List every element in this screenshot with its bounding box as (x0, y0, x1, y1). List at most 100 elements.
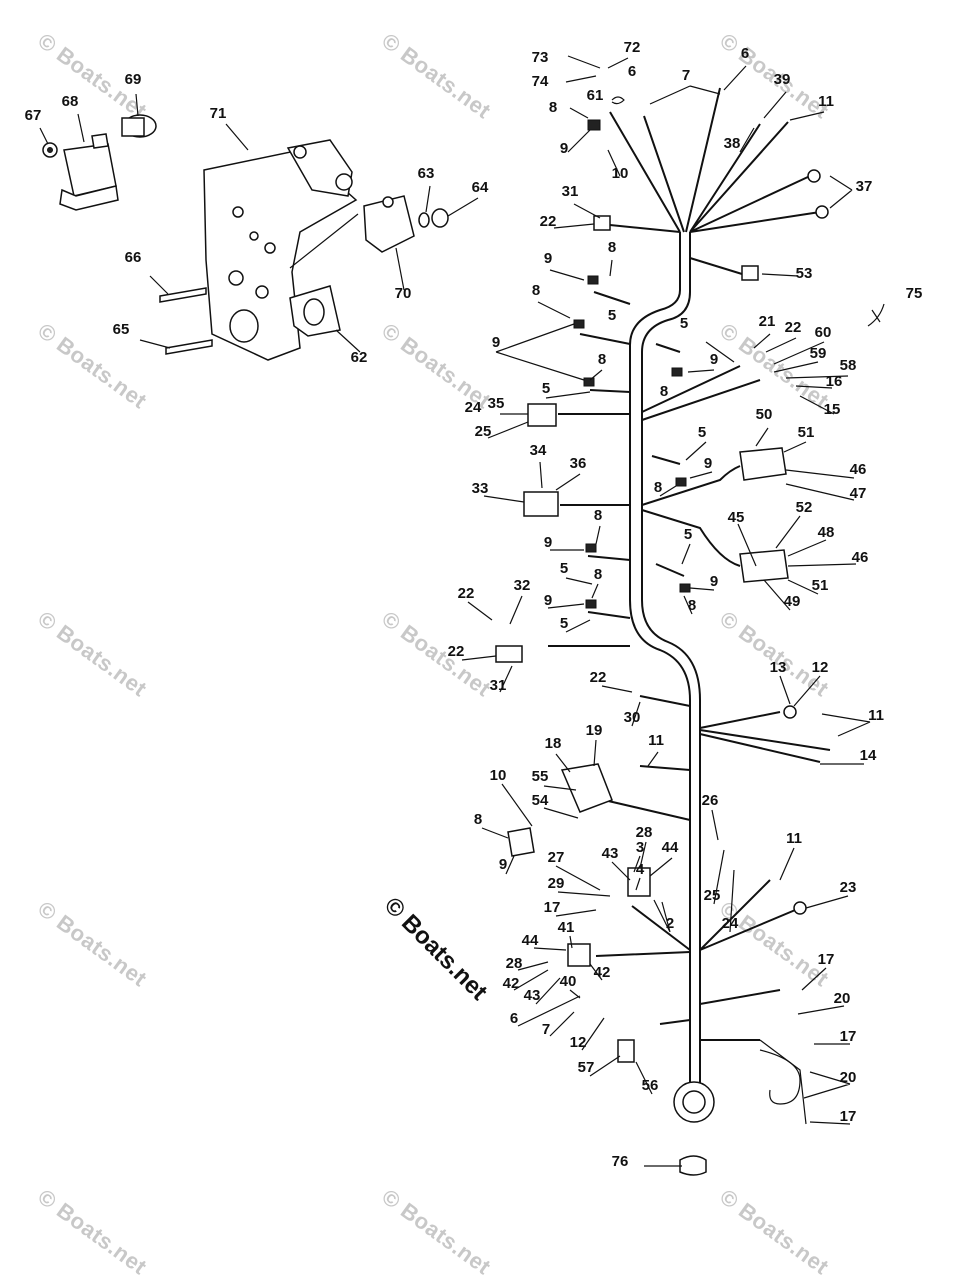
callout-number: 71 (210, 105, 227, 122)
callout-number: 5 (680, 315, 688, 332)
callout-number: 6 (510, 1010, 518, 1027)
connector-part (523, 491, 559, 517)
callout-number: 48 (818, 524, 835, 541)
callout-number: 5 (684, 526, 692, 543)
callout-number: 40 (560, 973, 577, 990)
callout-number: 44 (522, 932, 539, 949)
callout-number: 5 (608, 307, 616, 324)
callout-number: 24 (465, 399, 482, 416)
callout-number: 55 (532, 768, 549, 785)
plug-part (671, 367, 683, 377)
callout-number: 8 (660, 383, 668, 400)
callout-number: 20 (834, 990, 851, 1007)
callout-number: 62 (351, 349, 368, 366)
callout-number: 9 (544, 250, 552, 267)
bracket-hole (293, 145, 307, 159)
plug-part (583, 377, 595, 387)
round-connector-inner (682, 1090, 706, 1114)
callout-number: 9 (499, 856, 507, 873)
screw-part (165, 339, 213, 355)
callout-number: 6 (741, 45, 749, 62)
callout-number: 68 (62, 93, 79, 110)
leader-lines (461, 55, 871, 1167)
solenoid-body (121, 117, 145, 137)
callout-number: 53 (796, 265, 813, 282)
callout-number: 45 (728, 509, 745, 526)
callout-number: 2 (666, 915, 674, 932)
plug-part (585, 599, 597, 609)
callout-number: 14 (860, 747, 877, 764)
callout-number: 12 (812, 659, 829, 676)
callout-number: 28 (636, 824, 653, 841)
callout-number: 46 (850, 461, 867, 478)
bracket-hole (255, 285, 269, 299)
callout-number: 47 (850, 485, 867, 502)
callout-number: 8 (608, 239, 616, 256)
callout-number: 9 (544, 592, 552, 609)
callout-number: 11 (868, 707, 884, 724)
callout-number: 23 (840, 879, 857, 896)
callout-number: 74 (532, 73, 549, 90)
callout-number: 43 (602, 845, 619, 862)
leader-line (39, 93, 479, 353)
callout-number: 5 (560, 615, 568, 632)
switch-part (363, 195, 415, 253)
callout-number: 76 (612, 1153, 629, 1170)
bracket-hole (335, 173, 353, 191)
callout-number: 22 (590, 669, 607, 686)
connector-part (495, 645, 523, 663)
plug-part (587, 119, 601, 131)
bracket-hole (264, 242, 276, 254)
callout-number: 8 (532, 282, 540, 299)
callout-number: 36 (570, 455, 587, 472)
callout-number: 70 (395, 285, 412, 302)
plug-part (675, 477, 687, 487)
plug-part (587, 275, 599, 285)
callout-number: 26 (702, 792, 719, 809)
callout-number: 18 (545, 735, 562, 752)
bracket-hole (229, 309, 259, 343)
clip-part (611, 96, 625, 105)
callout-number: 11 (786, 830, 802, 847)
callout-number: 72 (624, 39, 641, 56)
callout-number: 60 (815, 324, 832, 341)
callout-number: 22 (785, 319, 802, 336)
callout-number: 8 (594, 507, 602, 524)
callout-number: 46 (852, 549, 869, 566)
callout-number: 39 (774, 71, 791, 88)
module-part (560, 763, 613, 813)
callout-number: 9 (704, 455, 712, 472)
callout-number: 3 (636, 839, 644, 856)
callout-number: 10 (612, 165, 629, 182)
callout-number: 67 (25, 107, 42, 124)
callout-number: 9 (710, 351, 718, 368)
callout-number: 66 (125, 249, 142, 266)
callout-number: 59 (810, 345, 827, 362)
connector-part (741, 265, 759, 281)
harness-branch (579, 291, 691, 957)
harness-branch (599, 87, 821, 233)
callout-number: 38 (724, 135, 741, 152)
callout-number: 42 (503, 975, 520, 992)
wire-loop (759, 1049, 801, 1105)
module-part (739, 549, 789, 583)
callout-number: 58 (840, 357, 857, 374)
bracket-hole (232, 206, 244, 218)
callout-number: 75 (906, 285, 923, 302)
ring-terminal (783, 705, 797, 719)
clip-part (867, 303, 885, 327)
callout-number: 73 (532, 49, 549, 66)
relay-base (59, 185, 119, 211)
callout-number: 50 (756, 406, 773, 423)
bracket-hole (249, 231, 259, 241)
callout-number: 20 (840, 1069, 857, 1086)
callout-number: 13 (770, 659, 787, 676)
callout-number: 42 (594, 964, 611, 981)
callout-number: 34 (530, 442, 547, 459)
callout-number: 69 (125, 71, 142, 88)
module-part (739, 447, 787, 481)
plug-part (573, 319, 585, 329)
callout-number: 8 (598, 351, 606, 368)
